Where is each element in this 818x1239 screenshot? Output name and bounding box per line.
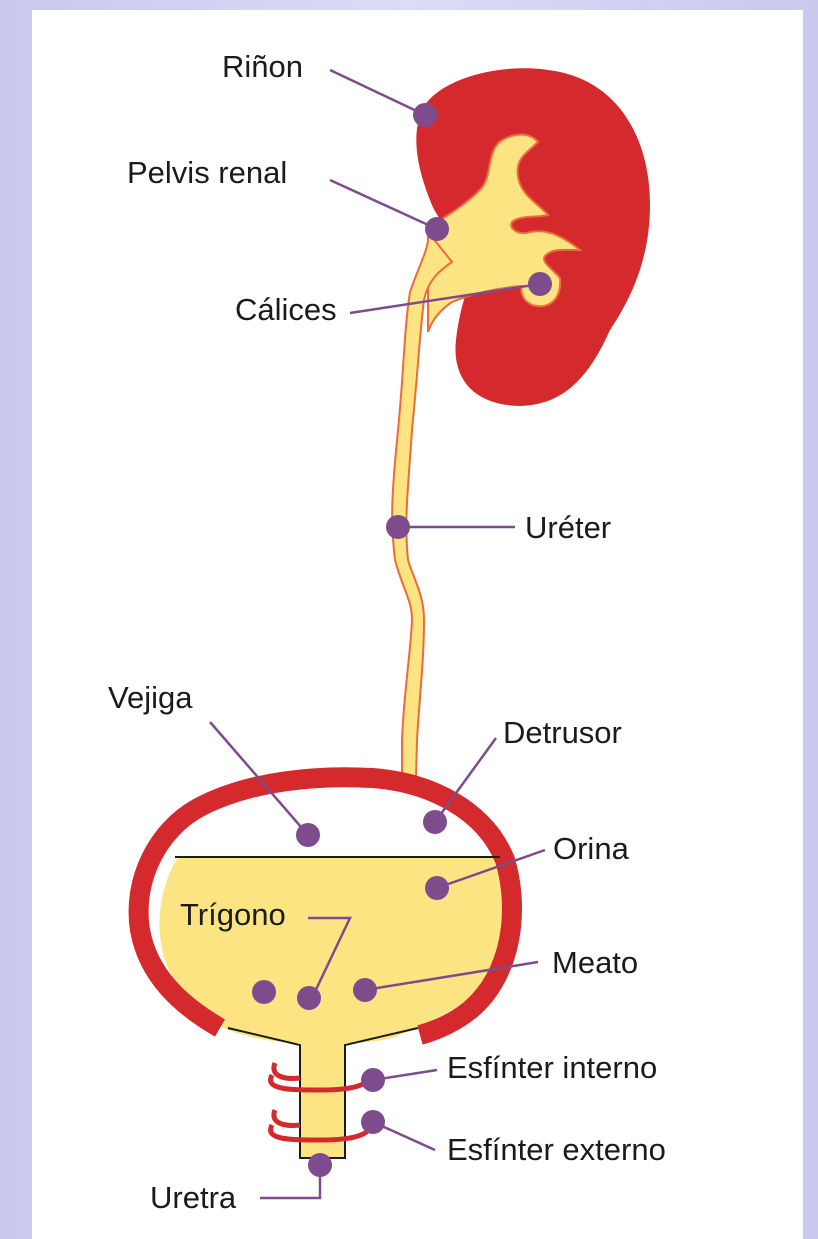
marker-rinon xyxy=(413,103,437,127)
label-ureter: Uréter xyxy=(525,510,611,545)
label-uretra: Uretra xyxy=(150,1180,237,1215)
marker-trigono-center xyxy=(297,986,321,1010)
ureter-tube xyxy=(392,232,452,778)
leader-rinon xyxy=(330,70,425,115)
marker-trigono-left xyxy=(252,980,276,1004)
label-esfinter-externo: Esfínter externo xyxy=(447,1132,666,1167)
marker-detrusor xyxy=(423,810,447,834)
marker-pelvis-renal xyxy=(425,217,449,241)
label-vejiga: Vejiga xyxy=(108,680,193,715)
label-detrusor: Detrusor xyxy=(503,715,622,750)
label-rinon: Riñon xyxy=(222,49,303,84)
leader-pelvis-renal xyxy=(330,180,437,229)
label-trigono: Trígono xyxy=(180,897,286,932)
marker-ureter xyxy=(386,515,410,539)
marker-esfinter-externo xyxy=(361,1110,385,1134)
internal-sphincter-back xyxy=(274,1063,300,1078)
label-meato: Meato xyxy=(552,945,638,980)
external-sphincter-back xyxy=(274,1110,300,1125)
label-pelvis-renal: Pelvis renal xyxy=(127,155,287,190)
label-esfinter-interno: Esfínter interno xyxy=(447,1050,657,1085)
marker-uretra xyxy=(308,1153,332,1177)
marker-vejiga xyxy=(296,823,320,847)
label-orina: Orina xyxy=(553,831,630,866)
marker-orina xyxy=(425,876,449,900)
label-calices: Cálices xyxy=(235,292,337,327)
marker-esfinter-interno xyxy=(361,1068,385,1092)
marker-calices xyxy=(528,272,552,296)
marker-meato xyxy=(353,978,377,1002)
